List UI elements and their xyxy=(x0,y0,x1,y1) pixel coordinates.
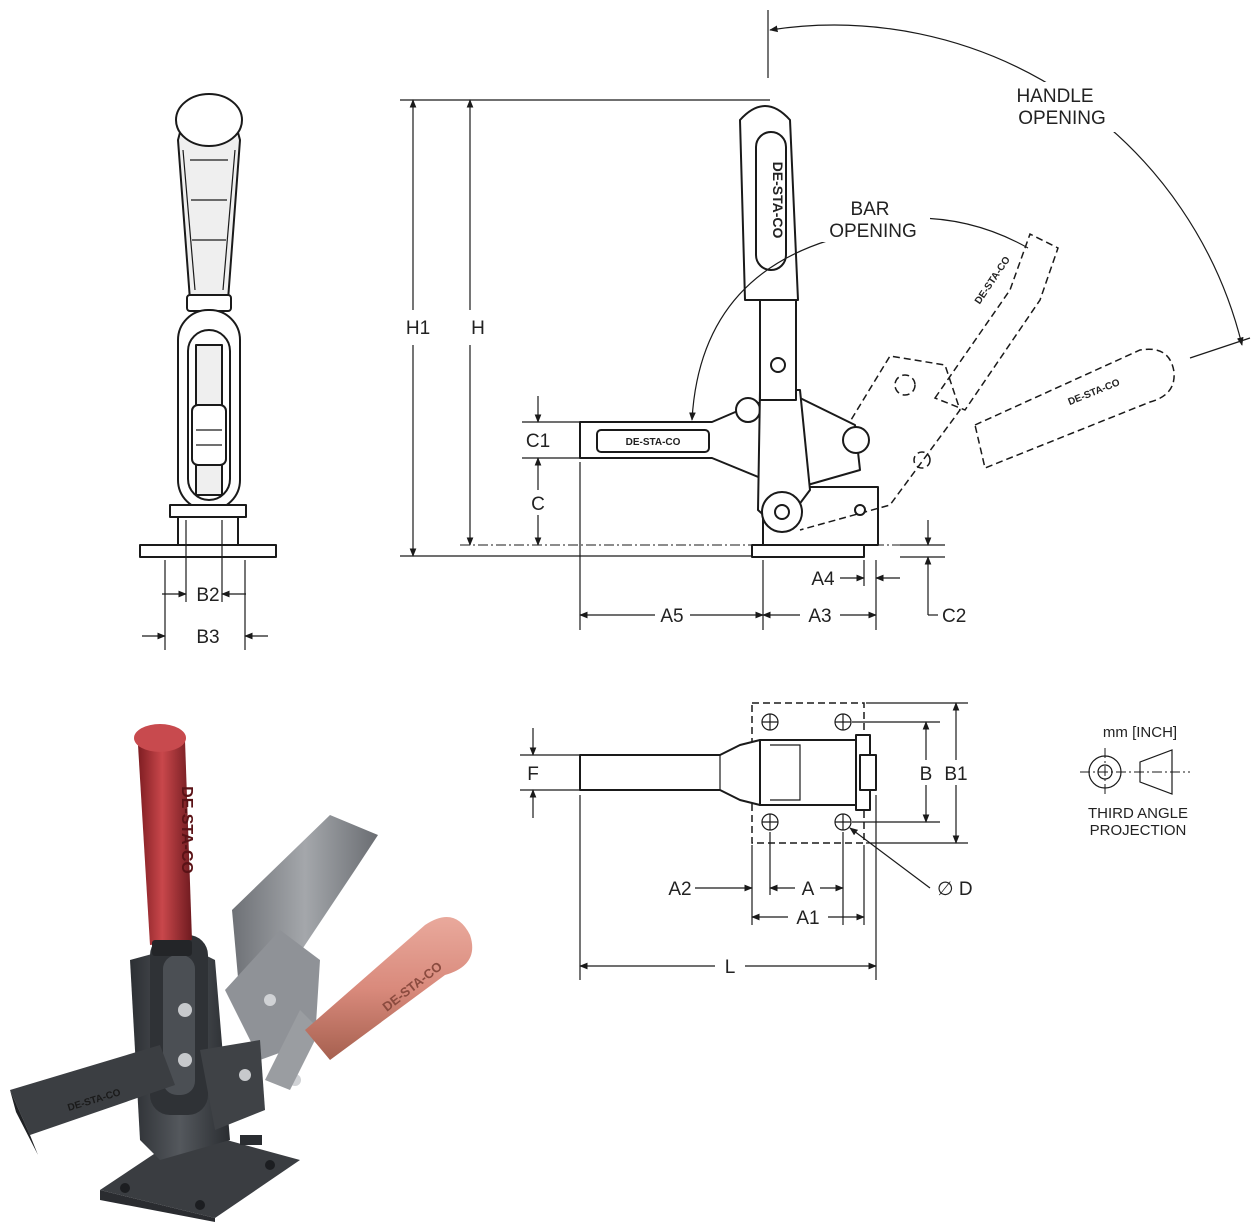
units-label: mm [INCH] xyxy=(1103,724,1177,741)
label-handle-opening-1: HANDLE xyxy=(1016,86,1093,107)
label-bar-opening-1: BAR xyxy=(850,199,889,220)
label-h1: H1 xyxy=(406,318,430,339)
label-handle-opening-2: OPENING xyxy=(1018,108,1106,129)
label-d: ∅ D xyxy=(937,879,973,900)
label-a4: A4 xyxy=(811,569,835,590)
label-a5: A5 xyxy=(660,606,683,627)
label-b3: B3 xyxy=(196,627,219,648)
bar-brand-mark: DE-STA-CO xyxy=(626,437,681,448)
front-view: B2 B3 xyxy=(139,93,277,650)
side-view: DE-STA-CO DE-STA-CO DE-STA-CO DE-STA-CO … xyxy=(400,10,1251,630)
label-b: B xyxy=(920,764,933,785)
projection-symbol: mm [INCH] THIRD ANGLE PROJECTION xyxy=(1080,724,1190,839)
label-c2: C2 xyxy=(942,606,966,627)
projection-line-1: THIRD ANGLE xyxy=(1088,805,1188,822)
label-l: L xyxy=(725,957,736,978)
label-c1: C1 xyxy=(526,431,550,452)
label-b2: B2 xyxy=(196,585,219,606)
label-a2: A2 xyxy=(668,879,691,900)
label-a1: A1 xyxy=(796,908,819,929)
label-c: C xyxy=(531,494,545,515)
label-bar-opening-2: OPENING xyxy=(829,221,917,242)
label-a: A xyxy=(802,879,815,900)
label-f: F xyxy=(527,764,539,785)
label-a3: A3 xyxy=(808,606,831,627)
projection-line-2: PROJECTION xyxy=(1090,822,1187,839)
label-b1: B1 xyxy=(944,764,967,785)
clamp-3d-render: DE-STA-CO DE-STA-CO DE-STA-CO xyxy=(10,724,473,1222)
render-red-mark: DE-STA-CO xyxy=(178,786,195,874)
handle-brand-mark: DE-STA-CO xyxy=(770,162,786,239)
label-h: H xyxy=(471,318,485,339)
top-view: F B B1 A A2 A1 ∅ D L xyxy=(520,702,973,980)
